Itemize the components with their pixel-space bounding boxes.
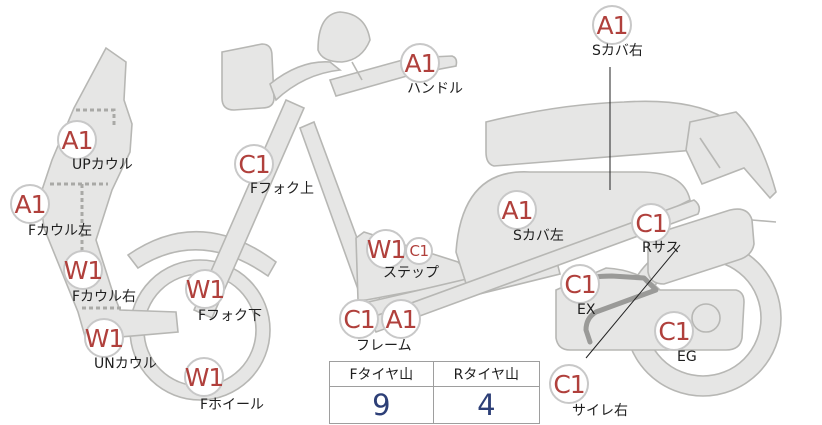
grade-badge: C1 <box>339 299 379 339</box>
part-label-s-cover-right: Sカバ右 <box>592 43 643 59</box>
mirror <box>317 11 371 63</box>
part-label-handle: ハンドル <box>407 81 463 97</box>
rear-shock-body <box>647 208 755 285</box>
grade-badge: W1 <box>184 357 224 397</box>
grade-badge: A1 <box>57 120 97 160</box>
grade-badge: C1 <box>631 203 671 243</box>
front-fork <box>192 98 306 320</box>
tread-value-row: 9 4 <box>329 386 541 424</box>
grade-badge-small: C1 <box>405 237 433 265</box>
rear-tread-header: Rタイヤ山 <box>432 361 541 387</box>
part-label-silencer-right: サイレ右 <box>572 403 628 419</box>
grade-badge: C1 <box>234 144 274 184</box>
grade-badge: C1 <box>560 264 600 304</box>
part-label-un-cowl: UNカウル <box>94 356 157 372</box>
grade-badge: A1 <box>497 190 537 230</box>
rear-axle <box>691 303 721 333</box>
up-cowl-seam <box>76 108 116 128</box>
grade-badge: C1 <box>654 311 694 351</box>
rear-cowl <box>685 111 777 200</box>
part-label-s-cover-left: Sカバ左 <box>513 228 564 244</box>
seat <box>485 100 725 167</box>
part-label-step: ステップ <box>383 265 439 281</box>
part-label-f-wheel: Fホイール <box>200 397 265 413</box>
rear-tread-value: 4 <box>432 386 541 424</box>
headlight <box>221 43 275 111</box>
rear-frame-tube <box>368 199 701 334</box>
front-tread-header: Fタイヤ山 <box>329 361 434 387</box>
grade-badge: C1 <box>549 364 589 404</box>
leader-silencer <box>585 244 681 359</box>
grade-badge: W1 <box>366 229 406 269</box>
part-label-f-fork-upper: Fフォク上 <box>250 181 315 197</box>
tread-header-row: Fタイヤ山 Rタイヤ山 <box>329 361 541 387</box>
part-label-up-cowl: UPカウル <box>72 157 133 173</box>
grade-badge: W1 <box>63 250 103 290</box>
grade-badge: A1 <box>381 299 421 339</box>
tire-tread-table: Fタイヤ山 Rタイヤ山 9 4 <box>329 361 541 424</box>
part-label-r-suspension: Rサス <box>642 240 680 256</box>
mirror-stem <box>351 61 363 81</box>
part-label-frame: フレーム <box>356 338 412 354</box>
part-label-f-cowl-left: Fカウル左 <box>28 223 93 239</box>
part-label-engine: EG <box>677 349 697 365</box>
grade-badge: W1 <box>84 318 124 358</box>
grade-badge: A1 <box>10 184 50 224</box>
part-label-f-fork-lower: Fフォク下 <box>198 308 263 324</box>
part-label-exhaust: EX <box>577 302 596 318</box>
rear-cowl-edge <box>699 137 721 169</box>
part-label-f-cowl-right: Fカウル右 <box>72 289 137 305</box>
grade-badge: A1 <box>400 43 440 83</box>
grade-badge: W1 <box>185 269 225 309</box>
rear-shock-rod <box>751 219 777 223</box>
front-tread-value: 9 <box>329 386 434 424</box>
grade-badge: A1 <box>592 5 632 45</box>
handle-stem <box>269 61 343 102</box>
